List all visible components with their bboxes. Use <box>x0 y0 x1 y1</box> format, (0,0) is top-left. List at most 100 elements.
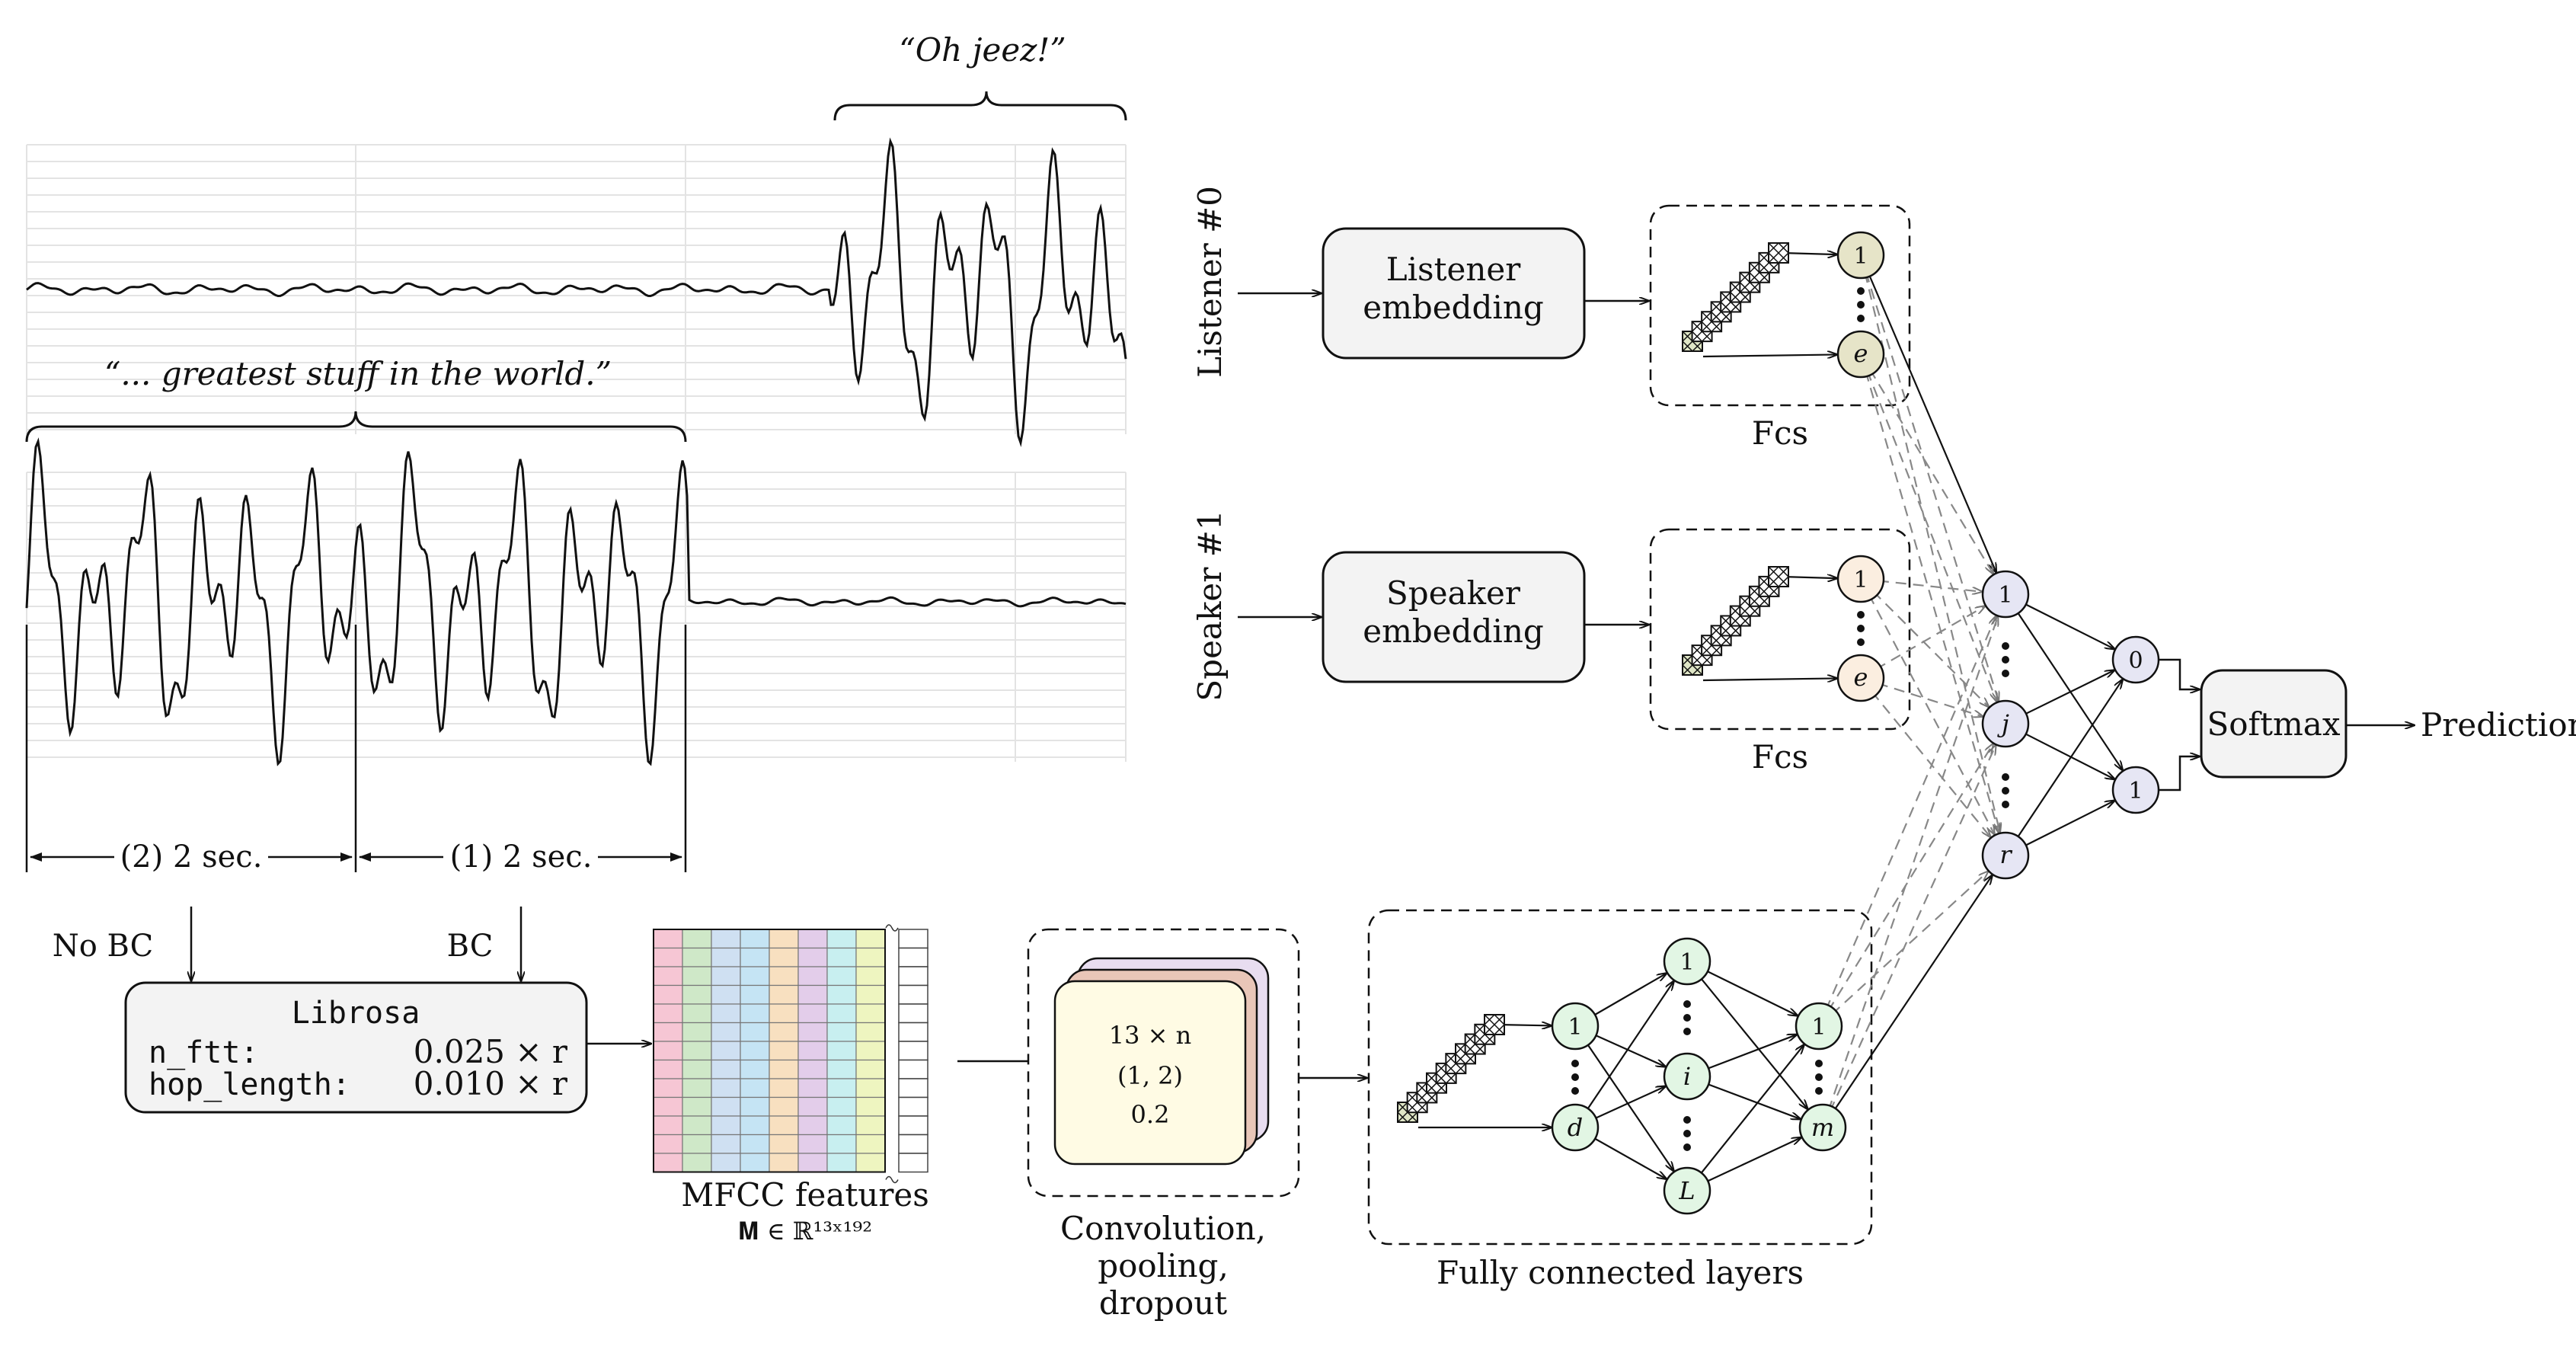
mfcc-cell <box>855 1115 886 1136</box>
fc-stack-cross <box>1483 1013 1506 1036</box>
mfcc-cell <box>855 1003 886 1024</box>
brace-oh-jeez <box>833 91 1127 121</box>
mfcc-cell <box>855 1096 886 1117</box>
listener-side-label: Listener #0 <box>1191 186 1229 378</box>
mfcc-cell <box>826 1096 857 1117</box>
segment-2-label: (2) 2 sec. <box>120 840 263 875</box>
mfcc-cell <box>653 947 683 967</box>
mfcc-cell <box>682 1059 712 1079</box>
mfcc-cell <box>653 1115 683 1136</box>
merge-edge-dashed <box>1859 353 1999 833</box>
speaker-node-e-label: e <box>1854 663 1868 692</box>
mfcc-cell <box>711 1096 741 1117</box>
mfcc-cell <box>797 966 828 987</box>
speaker-side-label: Speaker #1 <box>1191 510 1229 701</box>
mfcc-cell <box>826 947 857 967</box>
fc-output-node-m: m <box>1798 1103 1847 1152</box>
mfcc-cell <box>797 1096 828 1117</box>
mfcc-cell <box>653 1041 683 1061</box>
mfcc-cell <box>855 1153 886 1173</box>
mfcc-cell <box>682 1078 712 1099</box>
mfcc-cell <box>769 1078 799 1099</box>
mfcc-cell <box>653 1059 683 1079</box>
librosa-title: Librosa <box>292 996 420 1031</box>
mfcc-cell-last <box>898 947 928 967</box>
mfcc-cell <box>855 1059 886 1079</box>
fc-hidden-node-L-label: L <box>1678 1176 1695 1205</box>
speaker-embedding-box: Speaker embedding <box>1322 551 1586 683</box>
mfcc-cell <box>797 1041 828 1061</box>
n-ftt-value: 0.025 × r <box>414 1033 568 1070</box>
mfcc-cell <box>711 1041 741 1061</box>
mfcc-cell <box>682 1022 712 1042</box>
mfcc-cell <box>682 984 712 1005</box>
mfcc-cell-last <box>898 1115 928 1136</box>
mfcc-cell <box>740 1134 770 1154</box>
mfcc-frame <box>653 929 886 1173</box>
listener-box-line1: Listener <box>1386 251 1522 288</box>
speaker-waveform-panel <box>25 437 1127 766</box>
conv-label-line2: pooling, <box>1098 1247 1229 1284</box>
conv-filters: 13 × n <box>1109 1021 1191 1050</box>
speaker-fcs-block <box>1649 528 1911 731</box>
mfcc-cell <box>711 1003 741 1024</box>
merge-edge-dashed <box>1821 745 1996 1128</box>
mfcc-cell <box>740 1041 770 1061</box>
brace-greatest-stuff <box>25 411 687 443</box>
merge-edge-dashed <box>1860 677 1990 837</box>
fc-input-node-d: d <box>1551 1103 1600 1152</box>
merge-node-1: 1 <box>1981 570 2030 619</box>
speaker-stack-cross <box>1767 565 1790 588</box>
mfcc-cell <box>653 929 683 949</box>
mfcc-cell <box>682 966 712 987</box>
fc-output-node-m-label: m <box>1811 1113 1834 1142</box>
mfcc-cell <box>682 1134 712 1154</box>
fc-edge <box>1686 1044 1804 1191</box>
mfcc-cell <box>740 1059 770 1079</box>
speaker-box-line1: Speaker <box>1386 574 1521 612</box>
merge-ellipsis-lower <box>2002 773 2009 808</box>
output-node-0: 0 <box>2111 635 2160 684</box>
mfcc-cell <box>826 1041 857 1061</box>
fc-block-label: Fully connected layers <box>1437 1254 1804 1291</box>
fc-hidden-node-i-label: i <box>1683 1062 1691 1091</box>
mfcc-cell <box>740 1078 770 1099</box>
mfcc-cell <box>797 1134 828 1154</box>
fc-output-node-1-label: 1 <box>1811 1014 1826 1041</box>
mfcc-cell <box>855 984 886 1005</box>
quote-greatest-stuff: “... greatest stuff in the world.” <box>104 355 612 392</box>
mfcc-cell <box>855 1134 886 1154</box>
speaker-node-1: 1 <box>1836 555 1885 603</box>
listener-ellipsis <box>1857 287 1865 322</box>
mfcc-cell <box>769 1059 799 1079</box>
listener-stack-edge <box>1702 354 1837 357</box>
mfcc-cell <box>653 1134 683 1154</box>
mfcc-cell <box>740 1022 770 1042</box>
mfcc-cell <box>682 1041 712 1061</box>
mfcc-cell <box>711 1059 741 1079</box>
listener-node-1: 1 <box>1836 231 1885 280</box>
fc-input-node-1-label: 1 <box>1568 1014 1582 1041</box>
speaker-stack-edge <box>1702 678 1837 680</box>
merge-edge-dashed <box>1860 606 1985 679</box>
fc-input-node-1: 1 <box>1551 1002 1600 1051</box>
output-edge <box>2005 593 2123 770</box>
speaker-box-line2: embedding <box>1363 612 1544 650</box>
softmax-label: Softmax <box>2207 705 2340 743</box>
mfcc-label: MFCC features <box>681 1176 929 1214</box>
mfcc-cell <box>769 1153 799 1173</box>
mfcc-cell-last <box>898 1153 928 1173</box>
listener-merge-edge <box>1859 254 1996 572</box>
merge-node-1-label: 1 <box>1998 582 2012 609</box>
output-node-0-label: 0 <box>2128 648 2143 674</box>
listener-embedding-box: Listener embedding <box>1322 227 1586 360</box>
mfcc-cell <box>740 1115 770 1136</box>
fc-hidden-ellipsis-lower <box>1683 1116 1691 1151</box>
mfcc-cell <box>711 1022 741 1042</box>
merge-edge-dashed <box>1818 744 1993 1027</box>
mfcc-cell <box>740 929 770 949</box>
conv-pool: (1, 2) <box>1117 1061 1183 1090</box>
mfcc-cell <box>797 1078 828 1099</box>
mfcc-cell <box>826 1153 857 1173</box>
